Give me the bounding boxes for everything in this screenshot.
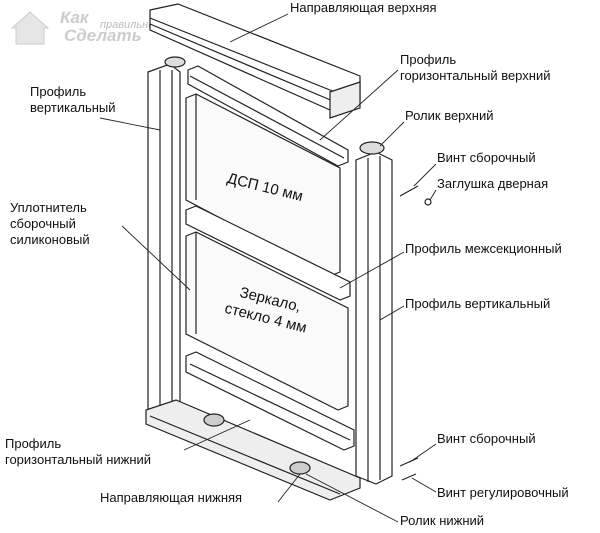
top-rail-part	[149, 3, 361, 119]
house-logo-icon	[10, 11, 50, 45]
right-vertical-profile-part	[355, 141, 393, 485]
label-top-rail: Направляющая верхняя	[290, 0, 437, 15]
label-bottom-roller: Ролик нижний	[400, 513, 485, 528]
label-assembly-screw-bottom: Винт сборочный	[437, 431, 536, 446]
label-intersection-profile: Профиль межсекционный	[405, 241, 562, 256]
leader-lines	[99, 13, 437, 523]
label-bottom-rail: Направляющая нижняя	[100, 490, 243, 505]
intersection-profile-part	[185, 205, 351, 301]
site-logo: Как правильно Сделать	[8, 6, 178, 46]
chipboard-panel-part	[185, 93, 341, 277]
top-horizontal-profile-part	[187, 65, 349, 167]
label-adjusting-screw: Винт регулировочный	[437, 485, 569, 500]
logo-text: Как	[60, 8, 89, 27]
label-top-roller: Ролик верхний	[405, 108, 494, 123]
screw-parts	[399, 185, 432, 481]
bottom-horizontal-profile-part	[185, 351, 355, 451]
mirror-panel-part	[185, 231, 349, 411]
label-assembly-screw-top: Винт сборочный	[437, 150, 536, 165]
label-right-vertical-profile: Профиль вертикальный	[405, 296, 551, 311]
left-vertical-profile-part	[147, 56, 186, 429]
label-door-plug: Заглушка дверная	[437, 176, 549, 191]
logo-text: правильно	[100, 19, 155, 31]
logo-text: Сделать	[64, 26, 142, 45]
